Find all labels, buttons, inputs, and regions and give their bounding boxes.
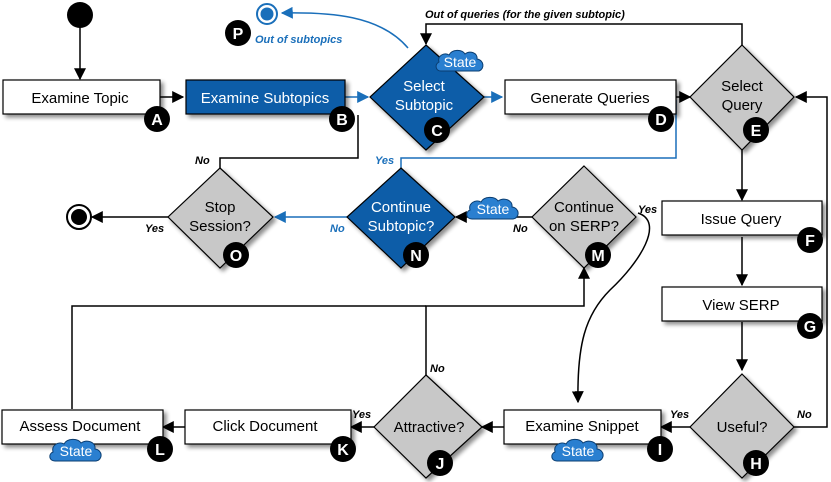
svg-text:C: C bbox=[431, 123, 443, 140]
badge-o: O bbox=[223, 242, 249, 268]
label-examine-subtopics: Examine Subtopics bbox=[201, 90, 329, 107]
badge-e: E bbox=[743, 117, 769, 143]
end-node-core bbox=[71, 209, 87, 225]
label-select-subtopic-2: Subtopic bbox=[395, 97, 454, 114]
state-label: State bbox=[477, 201, 510, 217]
edge-attractive-no bbox=[425, 266, 590, 375]
node-view-serp bbox=[661, 286, 823, 322]
edge-continue-subtopic-yes bbox=[400, 100, 677, 170]
edge-label-no-continue-subtopic: No bbox=[330, 223, 345, 235]
svg-text:B: B bbox=[336, 112, 348, 129]
node-examine-subtopics bbox=[185, 79, 346, 115]
node-select-query bbox=[689, 44, 795, 151]
badge-p: P bbox=[225, 20, 251, 46]
badge-a: A bbox=[144, 106, 170, 132]
label-issue-query: Issue Query bbox=[701, 211, 782, 228]
node-generate-queries bbox=[504, 79, 677, 115]
svg-text:M: M bbox=[591, 248, 604, 265]
label-click-document: Click Document bbox=[212, 418, 318, 435]
svg-text:E: E bbox=[751, 123, 762, 140]
label-stop-session-1: Stop bbox=[205, 199, 236, 216]
label-continue-serp-1: Continue bbox=[554, 199, 614, 216]
badge-i: I bbox=[647, 436, 673, 462]
badge-k: K bbox=[330, 436, 356, 462]
edge-label-no-continue-serp: No bbox=[513, 223, 528, 235]
badge-h: H bbox=[743, 450, 769, 476]
edge-label-out-of-queries: Out of queries (for the given subtopic) bbox=[425, 9, 625, 21]
svg-text:K: K bbox=[337, 442, 349, 459]
edge-continue-serp-yes bbox=[571, 212, 651, 404]
badge-b: B bbox=[329, 106, 355, 132]
label-continue-subtopic-2: Subtopic? bbox=[368, 218, 435, 235]
edge-label-yes-continue-subtopic: Yes bbox=[375, 155, 394, 167]
badge-n: N bbox=[403, 242, 429, 268]
svg-text:I: I bbox=[658, 442, 662, 459]
edge-label-no-stop: No bbox=[195, 155, 210, 167]
edge-label-yes-useful: Yes bbox=[670, 409, 689, 421]
node-stop-session bbox=[167, 167, 274, 269]
node-select-subtopic bbox=[369, 44, 485, 151]
svg-text:G: G bbox=[804, 319, 816, 336]
label-select-query-2: Query bbox=[722, 97, 763, 114]
label-assess-document: Assess Document bbox=[20, 418, 142, 435]
label-stop-session-2: Session? bbox=[189, 218, 251, 235]
svg-text:N: N bbox=[410, 248, 422, 265]
edge-label-yes-continue-serp: Yes bbox=[638, 204, 657, 216]
node-continue-serp bbox=[531, 165, 637, 269]
state-cloud-examine-snippet: State bbox=[551, 438, 604, 462]
state-cloud-continue-serp: State bbox=[466, 196, 519, 220]
svg-text:P: P bbox=[233, 26, 244, 43]
badge-j: J bbox=[427, 450, 453, 476]
state-label: State bbox=[562, 443, 595, 459]
node-useful bbox=[689, 373, 795, 479]
edge-useful-no bbox=[794, 91, 828, 428]
edge-label-yes-stop: Yes bbox=[145, 223, 164, 235]
end-subtopics-node-core bbox=[260, 7, 274, 21]
node-attractive bbox=[373, 374, 483, 479]
edge-assess-to-continue bbox=[71, 305, 426, 409]
state-label: State bbox=[60, 443, 93, 459]
label-examine-topic: Examine Topic bbox=[31, 90, 129, 107]
label-continue-serp-2: on SERP? bbox=[549, 218, 619, 235]
node-assess-document bbox=[1, 409, 164, 445]
badge-d: D bbox=[648, 106, 674, 132]
edge-label-no-attractive: No bbox=[430, 363, 445, 375]
label-select-subtopic-1: Select bbox=[403, 78, 446, 95]
node-continue-subtopic bbox=[346, 167, 456, 269]
label-attractive: Attractive? bbox=[394, 419, 465, 436]
svg-text:H: H bbox=[750, 456, 762, 473]
start-node bbox=[67, 2, 93, 28]
label-useful: Useful? bbox=[717, 419, 768, 436]
label-continue-subtopic-1: Continue bbox=[371, 199, 431, 216]
svg-text:A: A bbox=[151, 112, 163, 129]
edge-out-of-queries bbox=[420, 23, 743, 46]
label-examine-snippet: Examine Snippet bbox=[525, 418, 639, 435]
edge-label-out-of-subtopics: Out of subtopics bbox=[255, 34, 342, 46]
label-view-serp: View SERP bbox=[702, 297, 779, 314]
edge-out-of-subtopics bbox=[280, 6, 409, 49]
svg-text:D: D bbox=[655, 112, 667, 129]
node-issue-query bbox=[661, 200, 823, 236]
edge-label-no-useful: No bbox=[797, 409, 812, 421]
node-click-document bbox=[184, 409, 352, 445]
node-examine-snippet bbox=[503, 409, 662, 445]
badge-g: G bbox=[797, 313, 823, 339]
badge-l: L bbox=[147, 436, 173, 462]
state-cloud-select-subtopic: State bbox=[435, 49, 484, 72]
node-examine-topic bbox=[2, 79, 161, 115]
state-cloud-assess-document: State bbox=[49, 438, 102, 462]
svg-text:F: F bbox=[805, 233, 815, 250]
badge-m: M bbox=[585, 242, 611, 268]
label-select-query-1: Select bbox=[721, 78, 764, 95]
svg-text:J: J bbox=[436, 456, 445, 473]
svg-text:O: O bbox=[230, 248, 242, 265]
label-generate-queries: Generate Queries bbox=[530, 90, 649, 107]
badge-c: C bbox=[424, 117, 450, 143]
badge-f: F bbox=[797, 227, 823, 253]
edge-label-yes-attractive: Yes bbox=[352, 409, 371, 421]
state-label: State bbox=[444, 54, 477, 70]
svg-text:L: L bbox=[155, 442, 165, 459]
